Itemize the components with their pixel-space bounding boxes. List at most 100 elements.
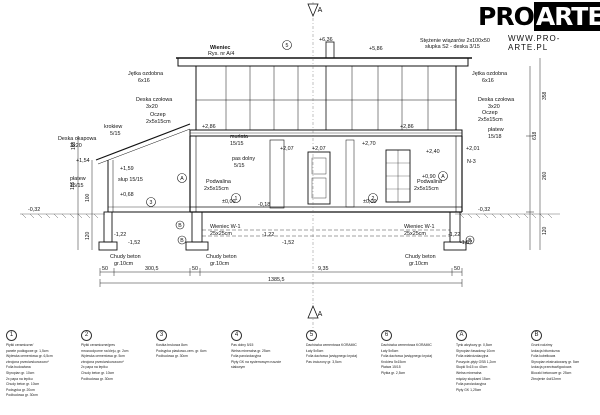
ground-floor bbox=[189, 136, 463, 213]
legend-line: Płytka gr. 2,5cm bbox=[381, 370, 406, 375]
legend-line: Pas ćwiczony gr. 3,5cm bbox=[306, 359, 342, 364]
legend-line: Dachówka cementowa KORAMIC bbox=[306, 343, 357, 347]
logo-box: PROARTE bbox=[474, 2, 600, 32]
elev-footing-center2: -1,52 bbox=[282, 240, 294, 246]
legend-line: między słupkami 15cm bbox=[456, 376, 491, 381]
elev-footing-left2: -1,52 bbox=[128, 240, 140, 246]
label-wieniec-l-dim: 25x25cm bbox=[210, 231, 232, 237]
circle-5: 5 bbox=[286, 43, 289, 49]
legend-line: Styropian fasadowy 10cm bbox=[456, 348, 495, 353]
legend-line: Folia budowlana bbox=[6, 365, 31, 370]
brand-logo: PROARTE WWW.PRO-ARTE.PL bbox=[474, 2, 600, 52]
legend-line: Chudy beton gr. 10cm bbox=[6, 382, 40, 387]
elev-footing-right2: -1,52 bbox=[460, 240, 472, 246]
legend-number: B bbox=[531, 330, 542, 341]
legend-line: Tynk akrylowy gr. 0,5cm bbox=[456, 343, 493, 347]
elev-wing-roof: +1,59 bbox=[120, 166, 134, 172]
dim-935: 9,35 bbox=[318, 266, 329, 272]
elev-footing-right: -1,22 bbox=[448, 232, 460, 238]
circle-3: 3 bbox=[150, 200, 153, 206]
label-slupka: słupka S2 - deska 3/15 bbox=[425, 44, 480, 50]
label-deska-czolowa-r: Deska czołowa bbox=[478, 97, 514, 103]
legend-line: Podbudowa gr. 30cm bbox=[81, 376, 113, 381]
label-jetka-l-dim: 6x16 bbox=[138, 78, 150, 84]
circle-1: 1 bbox=[235, 196, 238, 202]
logo-url: WWW.PRO-ARTE.PL bbox=[508, 34, 561, 52]
drawing-labels: +6,36 +5,86 Wieniec Rys. nr A/4 Stężenie… bbox=[28, 37, 514, 283]
label-wieniec-top-ref: Rys. nr A/4 bbox=[208, 51, 234, 57]
dim-left-168: 168 bbox=[71, 141, 77, 150]
label-wieniec-top: Wieniec bbox=[210, 45, 230, 51]
label-chudy-r-dim: gr.10cm bbox=[409, 261, 429, 267]
dim-right-618: 618 bbox=[532, 131, 538, 140]
dim-left-186: 186 bbox=[70, 181, 76, 190]
dim-50b: 50 bbox=[192, 266, 198, 272]
dim-left-120: 120 bbox=[85, 231, 91, 240]
label-platew-r-dim: 15/18 bbox=[488, 134, 502, 140]
legend-line: Płytki ceramiczne/ bbox=[6, 343, 34, 347]
label-krokiew: krokiew bbox=[104, 124, 122, 130]
dim-1385: 1385,5 bbox=[268, 277, 285, 283]
label-oczep-r: Oczep bbox=[482, 110, 498, 116]
legend-number: 1 bbox=[6, 330, 17, 341]
label-pas-dolny-dim: 5/15 bbox=[234, 163, 245, 169]
circle-2: 2 bbox=[372, 196, 375, 202]
circle-axis-b-left: B bbox=[180, 238, 184, 244]
logo-part1: PRO bbox=[478, 2, 535, 31]
label-platew-l-dim: 15/15 bbox=[70, 183, 84, 189]
elev-mid-left: +2,07 bbox=[280, 146, 294, 152]
legend-line: Podbudowa gr. 30cm bbox=[156, 354, 188, 359]
legend-line: 2x papa na lepiku bbox=[81, 365, 108, 370]
elev-mid-far-right: +2,40 bbox=[426, 149, 440, 155]
legend-number: 4 bbox=[231, 330, 242, 341]
legend-line: Pas dolny 5/15 bbox=[231, 343, 254, 347]
elev-ground-left: -0,32 bbox=[28, 207, 40, 213]
legend-line: Poszycie-płyty OSB 1,2cm bbox=[456, 359, 496, 364]
legend-line: Dachówka cementowa KORAMIC bbox=[381, 343, 432, 347]
legend-line: Wełna mineralna bbox=[456, 370, 482, 375]
label-slup: słup 15/15 bbox=[118, 177, 143, 183]
label-n3: N-3 bbox=[467, 159, 476, 165]
circle-axis-b2: B bbox=[468, 238, 472, 244]
elev-upper-left: +2,86 bbox=[202, 124, 216, 130]
legend-line: Podsypka piaskowo-cem. gr. 6cm bbox=[156, 348, 207, 353]
ground-hatch bbox=[20, 213, 560, 219]
legend-number: 2 bbox=[81, 330, 92, 341]
label-oczep-r-dim: 2x5x15cm bbox=[478, 117, 503, 123]
legend-line: Płyty GK 1,25cm bbox=[456, 387, 482, 392]
circle-axis-a: A bbox=[180, 176, 184, 182]
circle-axis-b: B bbox=[178, 223, 182, 229]
dim-300: 300,5 bbox=[145, 266, 159, 272]
legend-line: Słupki 5x15 co 40cm bbox=[456, 365, 488, 370]
label-podwalina-l: Podwalina bbox=[206, 179, 231, 185]
section-drawing: +6,36 +5,86 Wieniec Rys. nr A/4 Stężenie… bbox=[20, 2, 560, 330]
upper-frame bbox=[195, 65, 457, 131]
legend-line: Styropian ekstrudowany gr. 5cm bbox=[531, 359, 580, 364]
legend-line: stalowym bbox=[231, 365, 246, 370]
legend-line: Kostka brukowa 8cm bbox=[156, 343, 188, 347]
legend-line: Izolacja przeciwwilgociowa bbox=[531, 365, 572, 370]
elev-floor-left: ±0,00 bbox=[222, 199, 235, 205]
circle-labels: 5 1 3 2 A A B B B A A bbox=[150, 7, 473, 318]
elev-mid-center: +2,07 bbox=[312, 146, 326, 152]
elev-upper-right: +2,86 bbox=[400, 124, 414, 130]
label-podwalina-l-dim: 2x5x15cm bbox=[204, 186, 229, 192]
label-wieniec-r-dim: 25x25cm bbox=[404, 231, 426, 237]
left-wing bbox=[95, 123, 191, 213]
label-deska-czolowa-l: Deska czołowa bbox=[136, 97, 172, 103]
label-wieniec-l: Wieniec W-1 bbox=[210, 224, 240, 230]
label-murlata: murłata bbox=[230, 134, 248, 140]
label-podwalina-r-dim: 2x5x15cm bbox=[414, 186, 439, 192]
label-murlata-dim: 15/15 bbox=[230, 141, 244, 147]
number-circles bbox=[146, 40, 475, 245]
legend-line: panele podłogowe gr. 1,5cm bbox=[6, 348, 49, 353]
label-chudy-c-dim: gr.10cm bbox=[210, 261, 230, 267]
legend-line: Podbudowa gr. 30cm bbox=[6, 393, 38, 398]
legend-line: Płytki ceramiczne/gres bbox=[81, 343, 115, 347]
dim-50c: 50 bbox=[454, 266, 460, 272]
dimension-lines bbox=[77, 58, 541, 287]
